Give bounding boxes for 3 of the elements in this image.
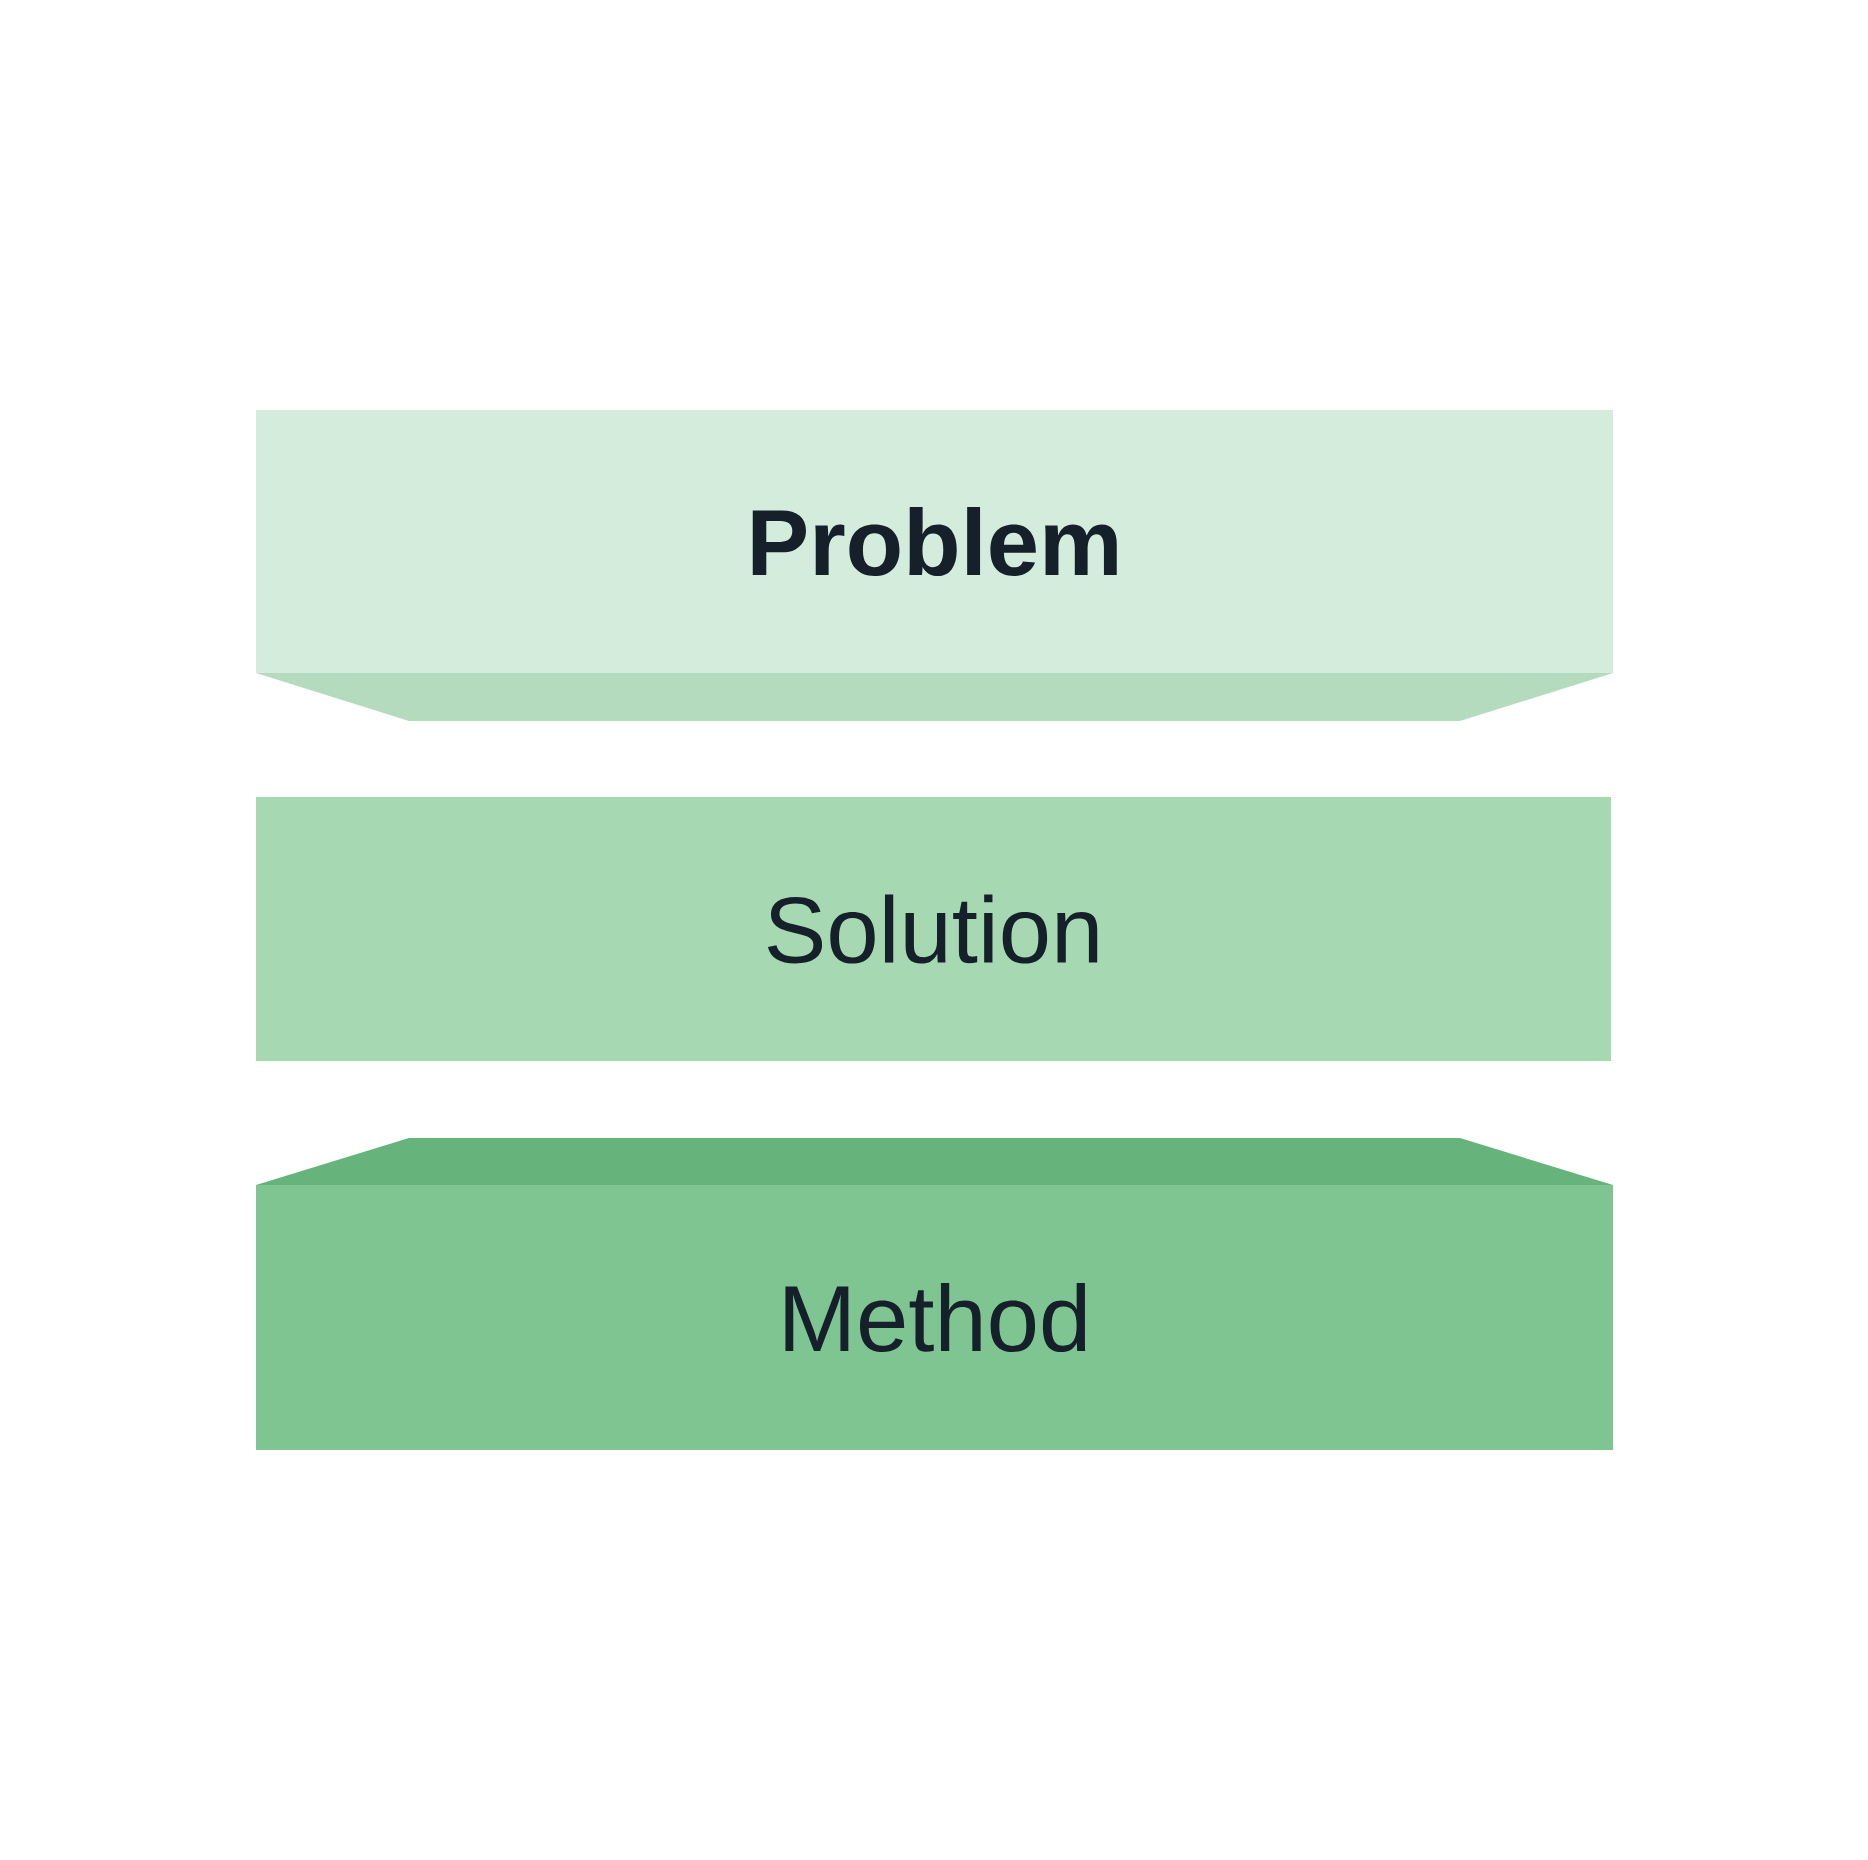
layer-box: Solution: [256, 797, 1611, 1061]
layer-box: Problem: [256, 410, 1613, 721]
layer-box: Method: [256, 1138, 1613, 1450]
